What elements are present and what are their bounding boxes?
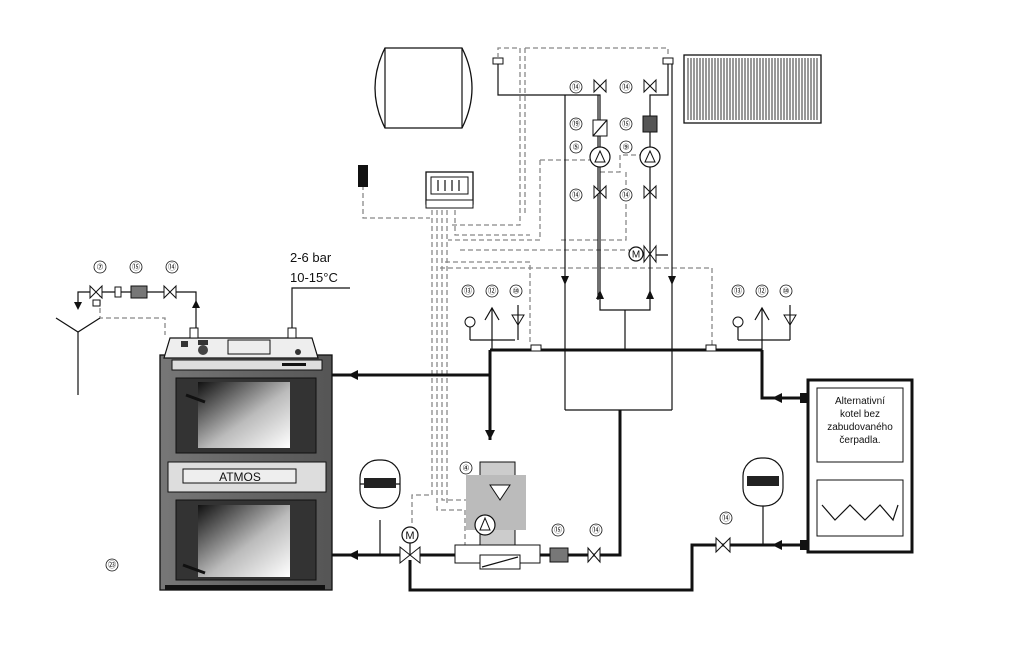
callout-14-d: ⑭ (619, 188, 633, 202)
safety-group-right (705, 305, 797, 352)
svg-text:⑭: ⑭ (622, 191, 630, 200)
svg-text:⑤: ⑤ (572, 143, 579, 152)
callout-13-b: ⑬ (731, 284, 745, 298)
svg-text:⑬: ⑬ (464, 287, 472, 296)
callout-10-a: ⑩ (509, 284, 523, 298)
expansion-vessel-alt (742, 457, 784, 507)
expansion-vessel-main (359, 459, 401, 509)
callout-23: ㉓ (105, 558, 119, 572)
callout-15-b: ⑮ (129, 260, 143, 274)
alternative-boiler: Alternativní kotel bez zabudovaného čerpadl… (800, 378, 914, 554)
boiler-brand-label: ATMOS (219, 470, 261, 484)
svg-text:⑩: ⑩ (782, 287, 789, 296)
callout-9: ⑨ (619, 140, 633, 154)
callout-14-e: ⑭ (165, 260, 179, 274)
supply-temperature: 10-15°C (290, 270, 338, 285)
callout-14-c: ⑭ (569, 188, 583, 202)
alt-boiler-label-line: zabudovaného (827, 422, 893, 433)
svg-text:⑩: ⑩ (512, 287, 519, 296)
laddomat-unit (454, 461, 541, 570)
callout-13-a: ⑬ (461, 284, 475, 298)
strainer-valve-return (549, 546, 601, 564)
svg-text:④: ④ (462, 464, 469, 473)
mixing-valve-motor-label: M (632, 250, 640, 261)
callout-15-a: ⑮ (619, 117, 633, 131)
callout-15-c: ⑮ (551, 523, 565, 537)
svg-text:⑭: ⑭ (592, 526, 600, 535)
svg-text:⑦: ⑦ (96, 263, 103, 272)
callout-14-b: ⑭ (619, 80, 633, 94)
radiator-fins (687, 58, 818, 120)
circuit-a-components (589, 78, 611, 200)
svg-text:⑭: ⑭ (572, 83, 580, 92)
radiator (683, 54, 822, 124)
callouts: ⑭ ⑭ ⑲ ⑮ ⑤ ⑨ ⑭ ⑭ ⑦ ⑮ ⑭ ⑬ ⑫ ⑩ ⑬ ⑫ ⑩ ④ ⑮ ⑭ … (93, 80, 793, 572)
radiator-connector (662, 57, 674, 65)
supply-pressure: 2-6 bar (290, 250, 332, 265)
svg-text:㉓: ㉓ (108, 561, 116, 570)
callout-5: ⑤ (569, 140, 583, 154)
svg-text:⑮: ⑮ (554, 526, 562, 535)
svg-text:⑫: ⑫ (488, 287, 496, 296)
safety-group-left (464, 305, 542, 352)
callout-7: ⑦ (93, 260, 107, 274)
alt-boiler-label-line: Alternativní (835, 396, 885, 407)
svg-text:⑨: ⑨ (622, 143, 629, 152)
alt-boiler-label-line: čerpadla. (839, 435, 880, 446)
svg-text:⑭: ⑭ (722, 514, 730, 523)
alt-boiler-label: Alternativní kotel bez zabudovaného čerpadl… (827, 396, 893, 446)
callout-4: ④ (459, 461, 473, 475)
callout-12-b: ⑫ (755, 284, 769, 298)
callout-14-a: ⑭ (569, 80, 583, 94)
svg-text:⑮: ⑮ (132, 263, 140, 272)
supply-spec: 2-6 bar 10-15°C (290, 250, 350, 328)
atmos-boiler: ATMOS (159, 327, 333, 591)
mixing-valve-main: M (399, 526, 421, 565)
alt-valve (715, 536, 731, 554)
cold-water-inlet (55, 284, 200, 395)
hot-water-tank (374, 47, 473, 129)
alt-boiler-label-line: kotel bez (840, 409, 880, 420)
callout-10-b: ⑩ (779, 284, 793, 298)
callout-14-f: ⑭ (589, 523, 603, 537)
svg-text:⑮: ⑮ (622, 120, 630, 129)
control-wiring (99, 47, 713, 555)
svg-text:⑭: ⑭ (622, 83, 630, 92)
callout-14-g: ⑭ (719, 511, 733, 525)
svg-text:⑭: ⑭ (168, 263, 176, 272)
svg-text:⑫: ⑫ (758, 287, 766, 296)
callout-12-a: ⑫ (485, 284, 499, 298)
outdoor-sensor (358, 165, 368, 187)
controller-unit (425, 171, 474, 209)
svg-text:⑬: ⑬ (734, 287, 742, 296)
circuit-b-components: M (628, 78, 661, 264)
callout-19: ⑲ (569, 117, 583, 131)
svg-text:⑲: ⑲ (572, 120, 580, 129)
main-valve-motor-label: M (405, 530, 414, 542)
svg-text:⑭: ⑭ (572, 191, 580, 200)
tank-connector (492, 57, 504, 65)
